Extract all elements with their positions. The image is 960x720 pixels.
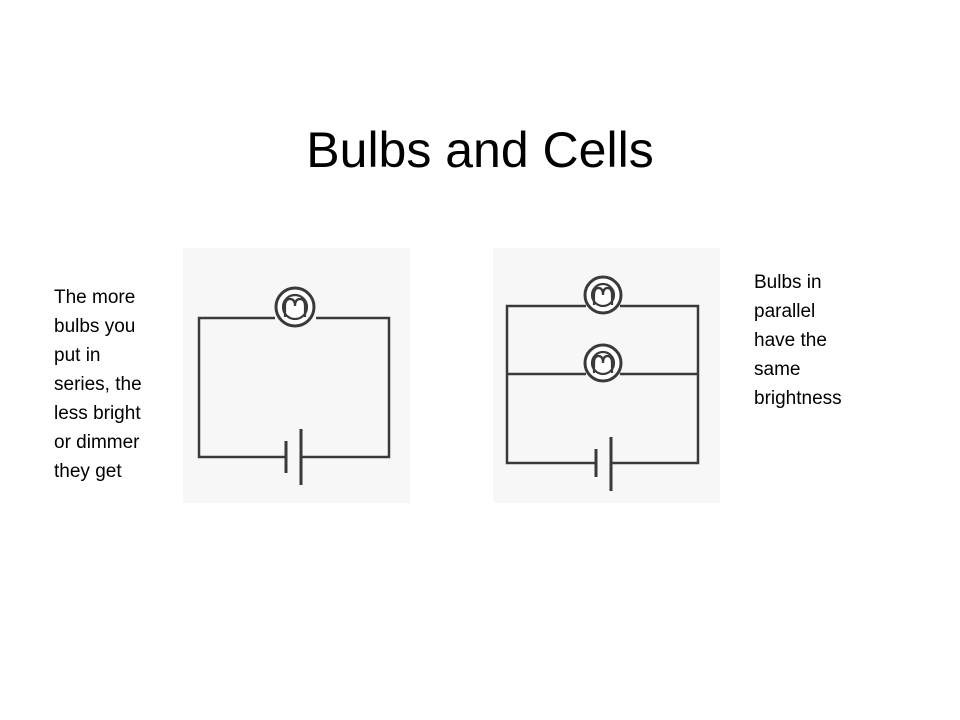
series-circuit-diagram xyxy=(197,286,391,485)
parallel-cell-symbol xyxy=(594,437,613,491)
series-bulb-symbol xyxy=(274,286,316,328)
series-circuit-wire xyxy=(197,316,286,459)
parallel-circuit-wire-left xyxy=(505,304,596,465)
parallel-bulb-symbol-bottom xyxy=(583,343,623,383)
parallel-explanation-text: Bulbs in parallel have the same brightne… xyxy=(754,272,842,409)
parallel-circuit-diagram xyxy=(505,275,700,491)
parallel-circuit-panel xyxy=(493,248,720,503)
series-explanation-text: The more bulbs you put in series, the le… xyxy=(54,287,142,482)
series-cell-symbol xyxy=(284,429,303,485)
series-circuit-wire-right xyxy=(301,316,391,459)
parallel-circuit-wire-right xyxy=(611,304,700,465)
parallel-bulb-symbol-top xyxy=(583,275,623,315)
series-circuit-panel xyxy=(183,248,410,503)
slide-title: Bulbs and Cells xyxy=(306,122,654,178)
